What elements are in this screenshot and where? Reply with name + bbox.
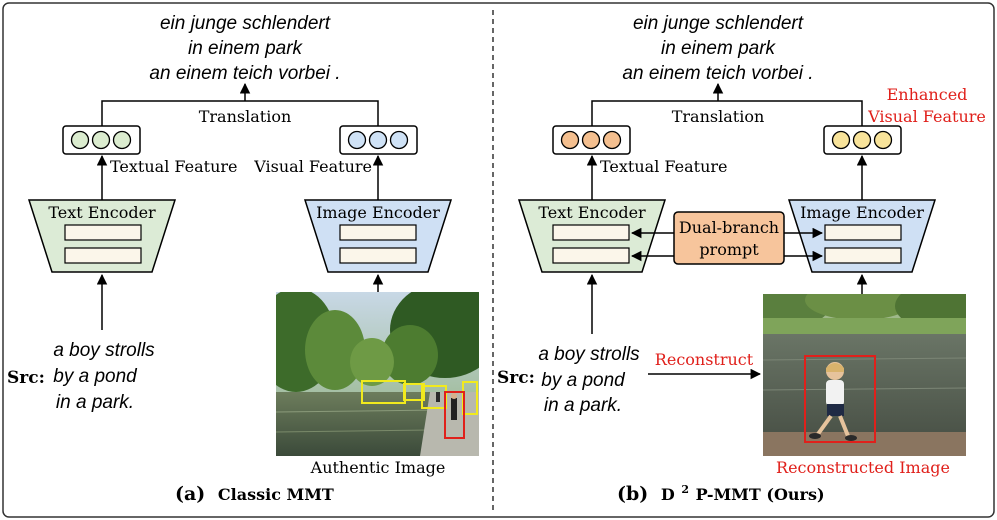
left-textual-feature-vector <box>62 125 141 155</box>
right-panel-tag: (b) <box>617 483 648 505</box>
left-image-encoder: Image Encoder <box>303 199 453 273</box>
left-target-line-2: in einem park <box>188 38 304 59</box>
right-text-encoder-label: Text Encoder <box>538 203 646 222</box>
prompt-label-line-1: Dual-branch <box>679 218 779 237</box>
right-source-line-2: by a pond <box>541 370 626 391</box>
left-text-encoder-label: Text Encoder <box>48 203 156 222</box>
right-panel-title-sup: 2 <box>681 483 689 496</box>
left-target-line-1: ein junge schlendert <box>160 13 331 34</box>
left-visual-feature-label: Visual Feature <box>253 157 372 176</box>
enhanced-label-line-1: Enhanced <box>887 85 968 104</box>
left-visual-feature-vector <box>339 125 418 155</box>
right-textual-feature-vector <box>552 125 631 155</box>
left-source-line-1: a boy strolls <box>53 340 155 361</box>
right-target-line-2: in einem park <box>661 38 777 59</box>
right-panel-caption: (b) D 2 P-MMT (Ours) <box>617 476 825 505</box>
right-source-line-1: a boy strolls <box>538 344 640 365</box>
left-image-caption: Authentic Image <box>310 458 446 477</box>
right-translation-label: Translation <box>672 107 765 126</box>
left-source-line-2: by a pond <box>53 366 138 387</box>
panel-b: ein junge schlendert in einem park an ei… <box>497 13 986 505</box>
panel-a: ein junge schlendert in einem park an ei… <box>7 13 479 505</box>
right-image-encoder: Image Encoder <box>787 199 937 273</box>
right-image-caption: Reconstructed Image <box>776 458 950 477</box>
left-panel-caption: (a) Classic MMT <box>175 483 334 505</box>
left-image-encoder-label: Image Encoder <box>316 203 440 222</box>
left-textual-feature-label: Textual Feature <box>110 157 237 176</box>
left-panel-title: Classic MMT <box>218 485 334 504</box>
left-fork-line <box>101 100 379 126</box>
authentic-image <box>276 292 479 456</box>
right-target-line-3: an einem teich vorbei . <box>622 63 813 84</box>
right-src-label: Src: <box>497 368 535 388</box>
reconstructed-image <box>763 294 966 456</box>
left-target-line-3: an einem teich vorbei . <box>149 63 340 84</box>
prompt-label-line-2: prompt <box>699 240 759 259</box>
reconstruct-label: Reconstruct <box>655 350 754 369</box>
left-text-encoder: Text Encoder <box>27 199 177 273</box>
right-image-encoder-label: Image Encoder <box>800 203 924 222</box>
right-visual-feature-vector <box>823 125 902 155</box>
right-textual-feature-label: Textual Feature <box>600 157 727 176</box>
left-translation-label: Translation <box>199 107 292 126</box>
right-fork-line <box>591 100 863 126</box>
right-text-encoder: Text Encoder <box>517 199 667 273</box>
left-panel-tag: (a) <box>175 483 205 505</box>
right-source-line-3: in a park. <box>544 395 622 416</box>
left-source-line-3: in a park. <box>56 392 134 413</box>
dual-branch-prompt: Dual-branch prompt <box>673 211 785 265</box>
left-src-label: Src: <box>7 368 45 388</box>
right-panel-title-pre: D <box>661 485 675 504</box>
right-panel-title-post: P-MMT (Ours) <box>696 485 825 504</box>
enhanced-label-line-2: Visual Feature <box>867 107 986 126</box>
right-target-line-1: ein junge schlendert <box>633 13 804 34</box>
